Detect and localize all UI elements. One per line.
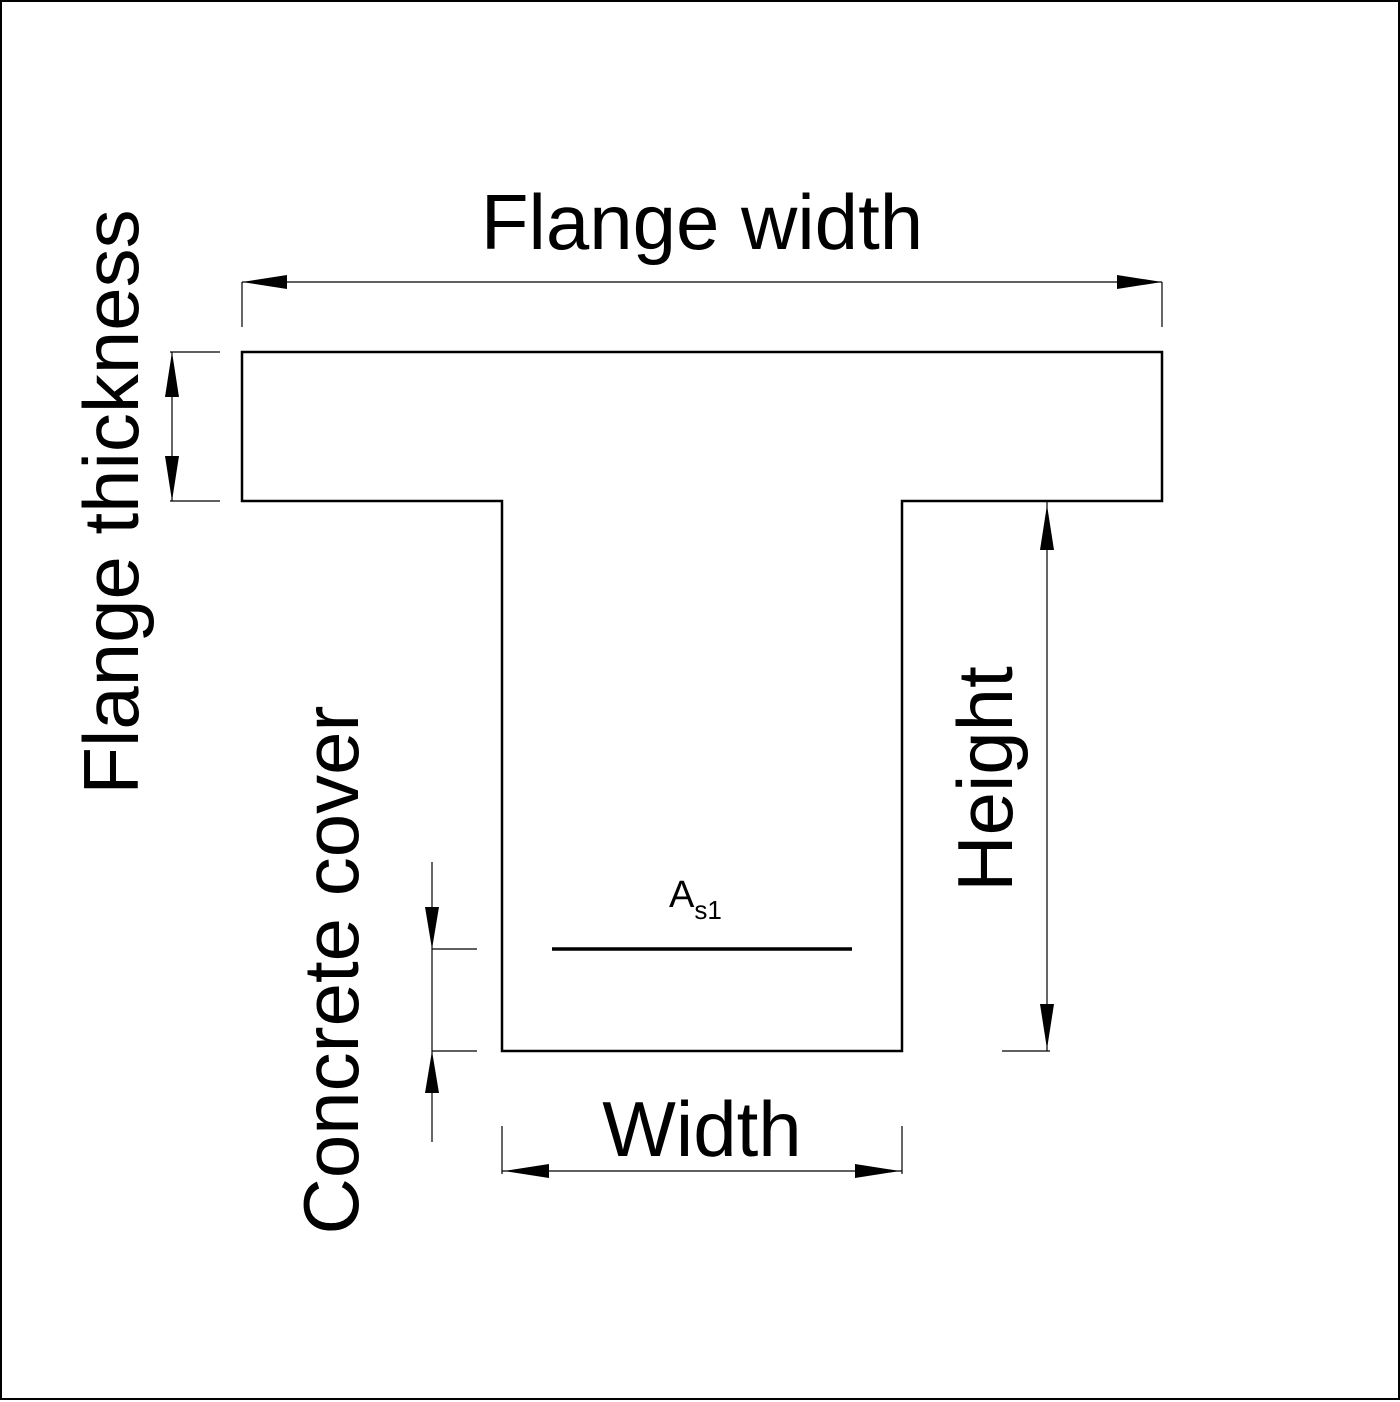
concrete-cover-dimension [425,862,477,1142]
arrowhead-left [242,275,287,289]
arrowhead-up [425,1051,439,1093]
arrowhead-up [1040,505,1054,550]
reinforcement-subscript: s1 [694,895,721,925]
arrowhead-right [1117,275,1162,289]
height-label: Height [941,666,1029,892]
arrowhead-left [504,1164,549,1178]
arrowhead-up [165,352,179,397]
width-label: Width [602,1085,801,1173]
arrowhead-down [425,907,439,949]
reinforcement-label: As1 [669,874,722,925]
flange-thickness-label: Flange thickness [67,209,155,794]
flange-thickness-dimension [165,351,220,502]
flange-width-dimension [241,275,1163,327]
reinforcement-main: A [669,874,695,916]
t-beam-outline [240,350,1164,1053]
flange-width-label: Flange width [481,178,923,266]
arrowhead-down [165,456,179,501]
width-dimension [501,1126,903,1178]
arrowhead-right [855,1164,900,1178]
arrowhead-down [1040,1004,1054,1049]
height-dimension [1002,501,1054,1052]
concrete-cover-label: Concrete cover [287,706,375,1235]
